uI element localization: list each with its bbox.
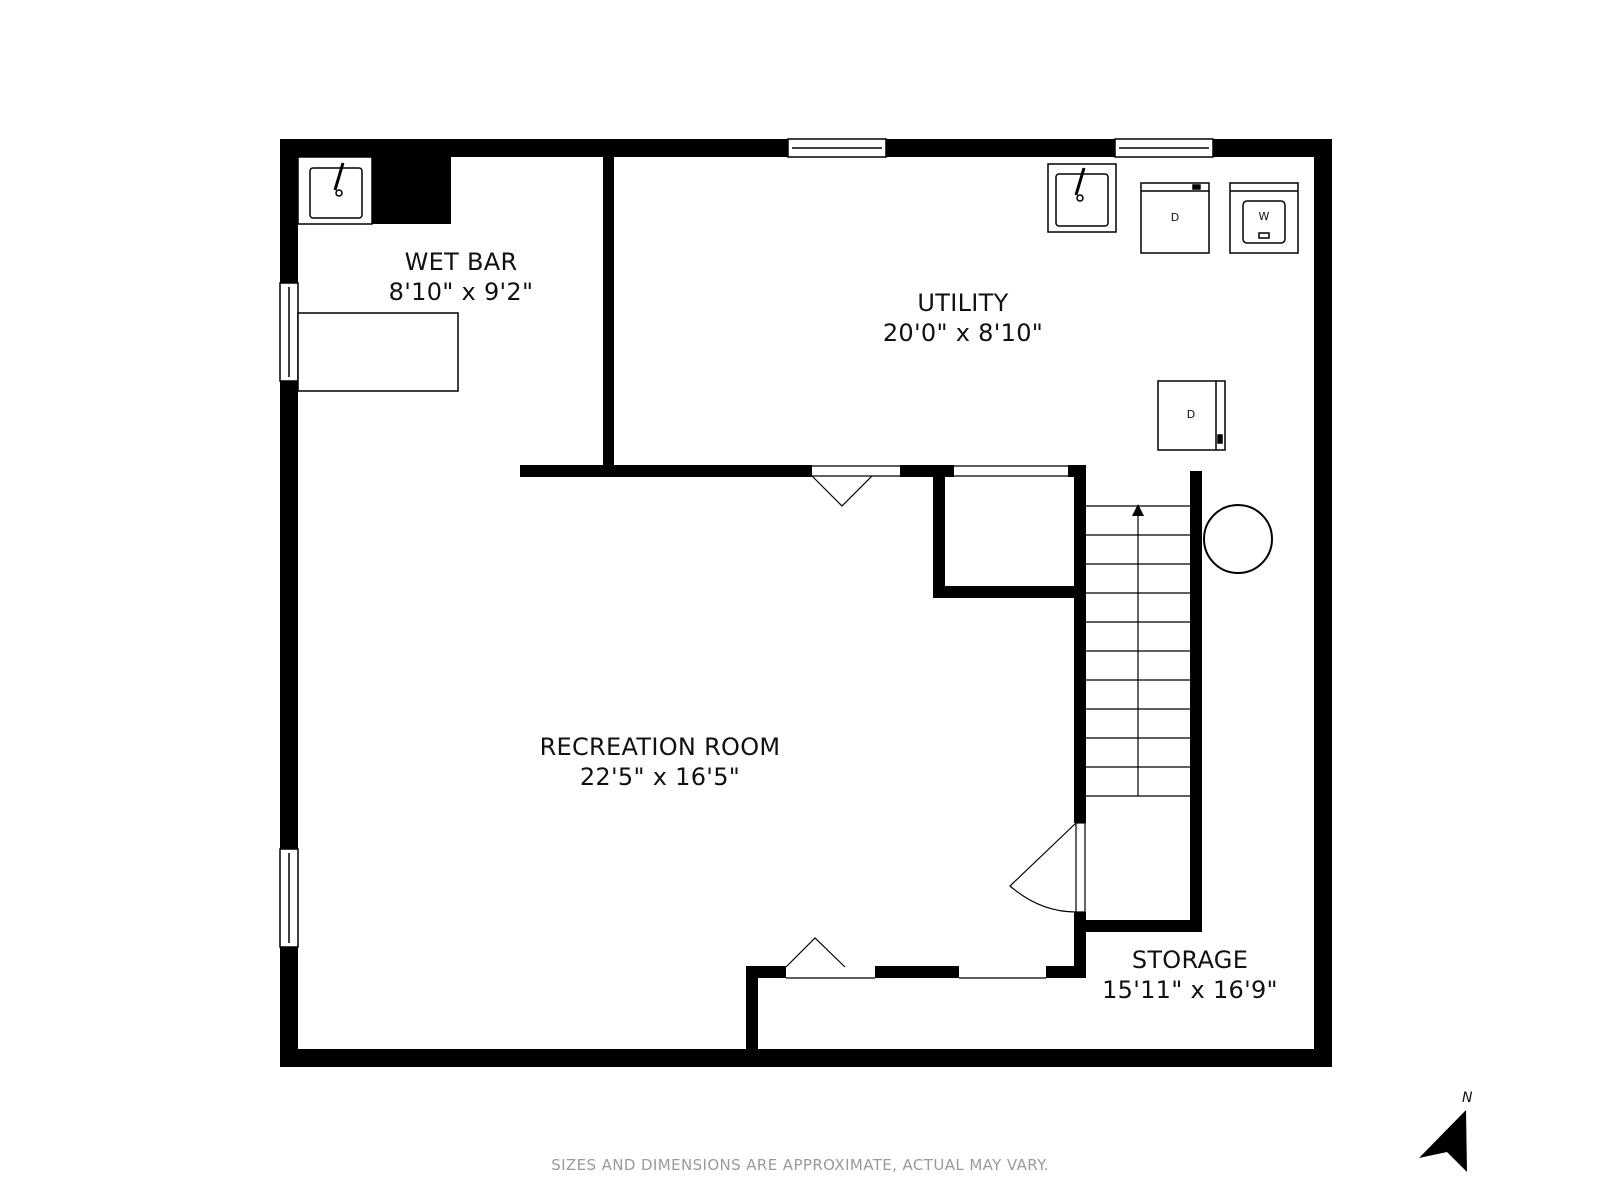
room-label-recreation: RECREATION ROOM 22'5" x 16'5": [500, 732, 820, 792]
door-bump-bifold: [785, 937, 846, 968]
utility-faucet-icon: [1074, 167, 1086, 196]
north-arrow-icon: [1419, 1110, 1467, 1172]
wall-stair-left-lower: [1074, 912, 1086, 975]
washer-label: W: [1258, 210, 1270, 223]
second-dryer-knob: [1217, 434, 1223, 444]
room-name: STORAGE: [1131, 946, 1249, 974]
water-heater-icon: [1203, 504, 1273, 574]
stair-up-arrow-icon: [1132, 504, 1144, 516]
wall-utility-bottom-left: [520, 465, 812, 477]
wall-stair-bottom: [1086, 920, 1202, 932]
room-dimensions: 22'5" x 16'5": [579, 763, 741, 791]
room-dimensions: 20'0" x 8'10": [882, 319, 1044, 347]
wall-bump-top-mid: [875, 966, 959, 978]
exterior-wall-right: [1314, 139, 1332, 1067]
stairs: [1086, 505, 1190, 797]
dryer-icon: [1140, 182, 1210, 254]
door-storage-panel: [1075, 822, 1086, 913]
room-name: RECREATION ROOM: [539, 733, 781, 761]
dryer-label: D: [1170, 211, 1180, 224]
utility-drain-icon: [1076, 194, 1084, 202]
disclaimer-text: SIZES AND DIMENSIONS ARE APPROXIMATE, AC…: [551, 1156, 1049, 1174]
door-storage-swing: [1009, 822, 1077, 913]
exterior-wall-bottom: [280, 1049, 1332, 1067]
wall-wetbar-utility: [603, 157, 614, 475]
doors: [785, 465, 1086, 979]
wall-bump-top-right: [1046, 966, 1086, 978]
wall-closet-left: [933, 465, 945, 598]
compass-north-label: N: [1462, 1090, 1473, 1106]
wall-stair-left: [1074, 465, 1086, 823]
wall-stair-right: [1190, 471, 1202, 928]
room-label-utility: UTILITY 20'0" x 8'10": [843, 288, 1083, 348]
door-utility-bifold: [811, 475, 873, 507]
wetbar-fridge-block: [372, 157, 451, 224]
wetbar-faucet-icon: [333, 162, 345, 191]
wall-bump-left: [746, 966, 758, 1054]
room-name: UTILITY: [917, 289, 1009, 317]
room-name: WET BAR: [404, 248, 518, 276]
second-dryer-icon: [1157, 380, 1226, 451]
second-dryer-label: D: [1186, 408, 1196, 421]
wetbar-drain-icon: [335, 189, 343, 197]
utility-fixtures: [1047, 163, 1299, 451]
room-label-storage: STORAGE 15'11" x 16'9": [1075, 945, 1305, 1005]
washer-door-handle: [1258, 232, 1270, 239]
windows: [279, 138, 1214, 948]
wetbar-counter: [297, 312, 459, 392]
wall-closet-bottom: [933, 586, 1079, 598]
wetbar-fixtures: [297, 156, 459, 392]
room-label-wet-bar: WET BAR 8'10" x 9'2": [356, 247, 566, 307]
washer-door: [1242, 200, 1286, 244]
room-dimensions: 15'11" x 16'9": [1102, 976, 1278, 1004]
wall-utility-bottom-mid: [900, 465, 954, 477]
room-dimensions: 8'10" x 9'2": [388, 278, 534, 306]
dryer-knob: [1192, 184, 1201, 190]
